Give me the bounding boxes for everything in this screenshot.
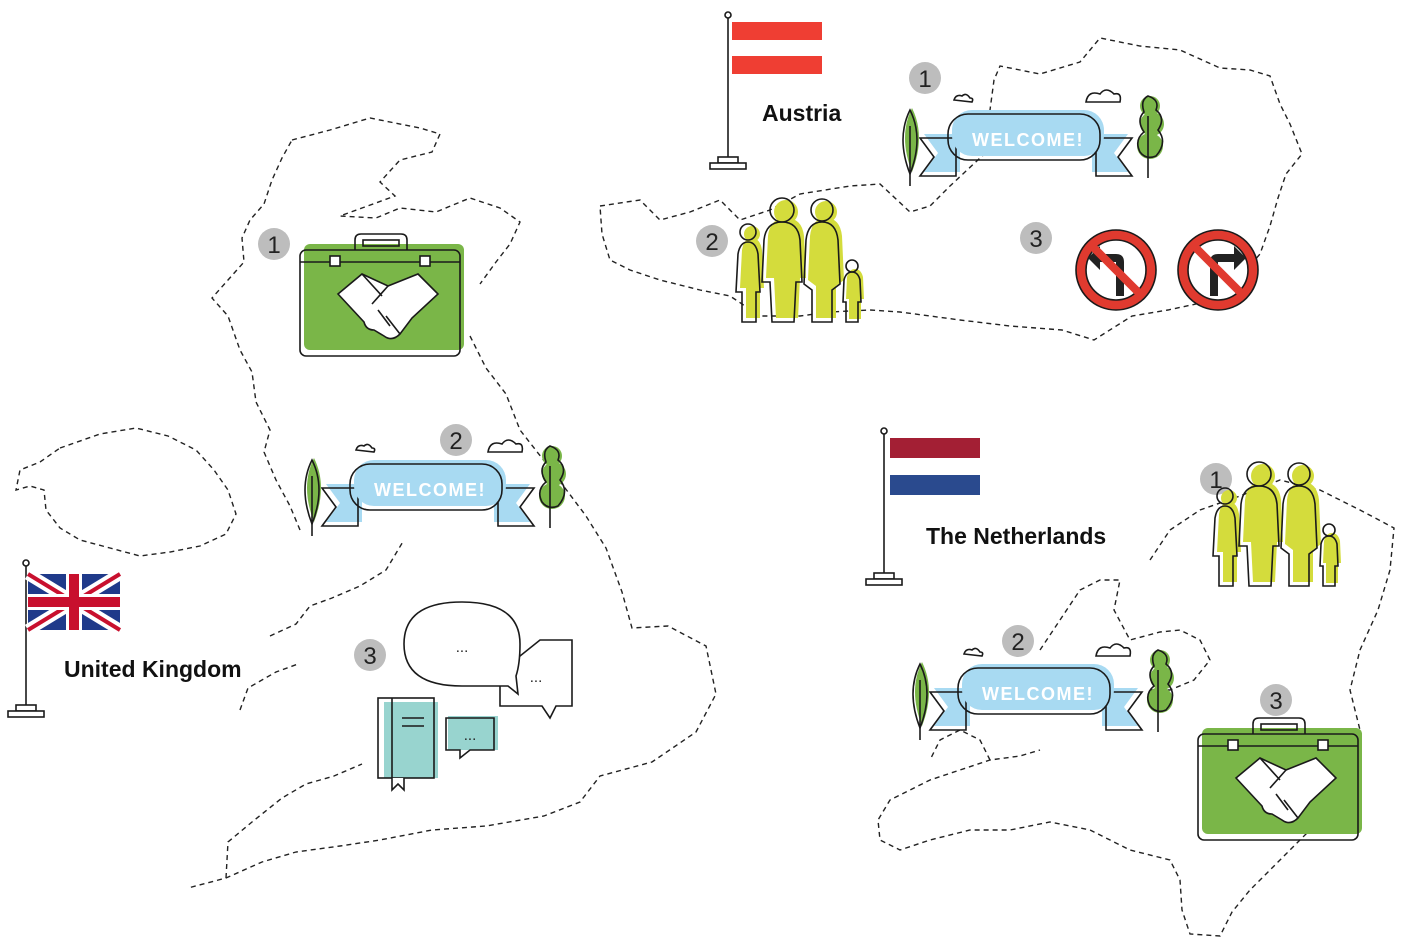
no-left-turn-sign-icon [1075,229,1157,311]
bubble-dots: ... [464,727,477,744]
step-number: 1 [1209,467,1222,494]
welcome-banner-icon: WELCOME! [304,439,567,537]
step-badge [696,225,728,257]
austria-section: Austria 1 WELCOME! 2 3 [599,11,1303,341]
step-number: 2 [705,229,718,256]
briefcase-handshake-icon [299,233,465,357]
step-badge [1020,222,1052,254]
welcome-banner-text: WELCOME! [972,130,1084,150]
welcome-banner-icon: WELCOME! [902,89,1165,187]
step-number: 3 [1269,688,1282,715]
step-badge [440,424,472,456]
step-badge [1260,684,1292,716]
step-badge [1002,625,1034,657]
step-number: 1 [267,232,280,259]
uk-map-outline [187,117,717,889]
bubble-dots: ... [530,669,543,686]
step-badge [1200,463,1232,495]
uk-flag-icon [24,568,124,636]
briefcase-handshake-icon [1197,717,1363,841]
netherlands-section: The Netherlands 1 2 WELCOME! 3 [865,427,1395,937]
no-right-turn-sign-icon [1177,229,1259,311]
austria-flag-icon [732,22,822,74]
netherlands-map-outline [877,479,1395,937]
uk-section: United Kingdom 1 2 WELCOME! 3 ... ... ..… [7,117,717,889]
country-label-uk: United Kingdom [64,656,242,682]
country-label-netherlands: The Netherlands [926,523,1106,549]
ireland-map-outline [15,427,237,557]
welcome-banner-text: WELCOME! [982,684,1094,704]
country-label-austria: Austria [762,100,841,126]
no-turn-signs-icon [1075,229,1259,311]
step-number: 3 [363,643,376,670]
step-number: 3 [1029,226,1042,253]
welcome-banner-text: WELCOME! [374,480,486,500]
step-badge [258,228,290,260]
netherlands-flag-icon [890,438,980,495]
step-number: 2 [1011,629,1024,656]
step-number: 2 [449,428,462,455]
welcome-banner-icon: WELCOME! [912,643,1175,741]
speech-bubbles-book-icon: ... ... ... [377,601,573,792]
family-icon [735,197,865,323]
step-number: 1 [918,66,931,93]
step-badge [909,62,941,94]
step-badge [354,639,386,671]
bubble-dots: ... [456,639,469,656]
